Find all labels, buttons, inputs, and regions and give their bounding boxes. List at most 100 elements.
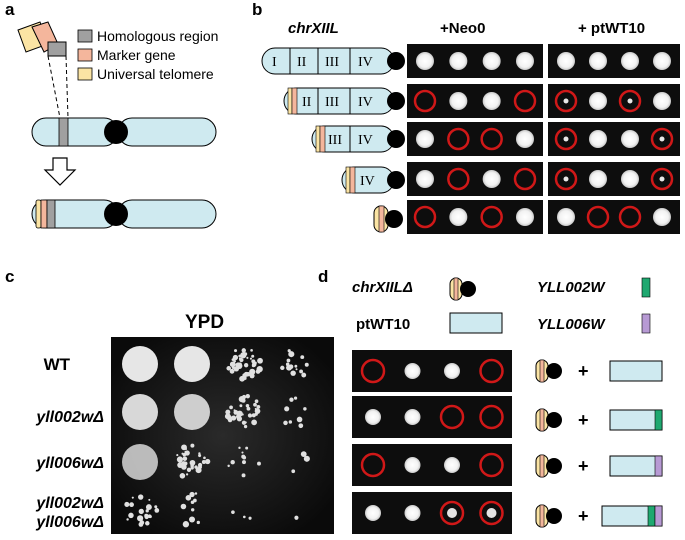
col-header-ptwt10: + ptWT10 (578, 20, 645, 37)
empty-spot-circle (513, 167, 537, 191)
colony-dot (240, 352, 247, 359)
colony-dot (294, 364, 298, 368)
colony-dot (253, 402, 257, 407)
marker-band (539, 454, 545, 478)
colony-dot (148, 515, 152, 518)
chromosome-after (31, 199, 217, 229)
colony-dot (254, 399, 259, 404)
colony-dot (179, 472, 186, 479)
micro-colony (659, 176, 665, 182)
colony-dot (190, 443, 195, 448)
colony-dot (124, 501, 130, 507)
region-IV: IV (358, 95, 373, 110)
colony-spot (621, 52, 639, 70)
colony-dot (303, 455, 310, 462)
colony-dot (190, 466, 194, 470)
empty-spot-circle (479, 404, 504, 430)
colony-spot (449, 52, 468, 70)
colony-dot (241, 473, 246, 478)
colony-dot (283, 420, 288, 426)
chrom-row-5 (373, 205, 403, 233)
marker-band (539, 359, 545, 383)
empty-spot-circle (479, 452, 504, 478)
gene1-insert (654, 409, 663, 431)
colony-spot (516, 208, 534, 226)
gene2-insert (654, 455, 663, 477)
colony-dot (293, 396, 298, 400)
colony-dot (226, 366, 232, 371)
colony-dot (238, 446, 241, 450)
growth-spot (174, 346, 210, 382)
cassette-icon (17, 21, 67, 57)
colony-dot (243, 371, 249, 377)
empty-spot-circle (650, 167, 674, 191)
region-II: II (297, 55, 307, 70)
colony-dot (229, 368, 235, 374)
colony-dot (242, 455, 247, 460)
plasmid-box (609, 360, 663, 382)
empty-spot-circle (439, 500, 465, 526)
panel-label-b: b (252, 0, 262, 19)
empty-spot-circle (618, 205, 642, 229)
plus-sign: + (578, 456, 589, 476)
colony-dot (129, 502, 134, 508)
plates-b (407, 44, 680, 234)
colony-dot (230, 460, 235, 465)
colony-dot (188, 516, 196, 523)
colony-dot (229, 361, 236, 368)
colony-dot (289, 397, 294, 402)
empty-spot-circle (480, 127, 503, 151)
colony-dot (286, 358, 291, 363)
colony-dot (294, 515, 299, 520)
colony-dot (242, 515, 246, 519)
colony-spot (621, 130, 639, 148)
marker-band (539, 504, 545, 528)
colony-dot (190, 500, 195, 505)
colony-dot (249, 368, 256, 375)
colony-spot (404, 363, 421, 379)
colony-dot (182, 456, 188, 461)
region-III: III (325, 55, 339, 70)
colony-dot (288, 364, 294, 370)
colony-dot (243, 424, 248, 429)
legend-marker: Marker gene (97, 47, 176, 63)
colony-spot (449, 92, 468, 110)
empty-spot-circle (480, 205, 503, 229)
micro-colony (486, 508, 497, 518)
colony-dot (238, 396, 245, 403)
colony-dot (238, 357, 242, 361)
colony-dot (241, 348, 246, 353)
strain-double-2: yll006wΔ (35, 514, 104, 531)
region-IV: IV (360, 174, 375, 189)
colony-dot (254, 407, 257, 411)
region-II: II (302, 95, 312, 110)
colony-spot (589, 130, 607, 148)
colony-dot (239, 375, 245, 382)
colony-dot (246, 356, 249, 359)
region-I: I (272, 55, 277, 70)
colony-dot (287, 349, 291, 353)
empty-spot-circle (554, 89, 578, 113)
colony-spot (557, 52, 575, 70)
colony-dot (184, 450, 190, 456)
colony-dot (236, 416, 243, 422)
colony-spot (444, 457, 460, 473)
colony-dot (245, 446, 249, 450)
colony-dot (227, 464, 230, 468)
plasmid-box (609, 455, 663, 477)
colony-dot (300, 451, 307, 458)
plate-strip (352, 350, 512, 392)
chromosome-name: chrXIIL (288, 20, 339, 37)
colony-dot (198, 454, 202, 458)
colony-dot (288, 351, 295, 358)
panel-label-d: d (318, 267, 328, 286)
down-arrow-icon (43, 157, 77, 186)
colony-dot (140, 508, 144, 512)
colony-dot (298, 423, 304, 429)
gene1-label: YLL002W (537, 279, 606, 296)
micro-colony (563, 98, 569, 104)
region-III: III (328, 133, 342, 148)
colony-dot (245, 393, 250, 399)
growth-spot (174, 394, 210, 430)
ptwt10-icon (449, 312, 503, 334)
